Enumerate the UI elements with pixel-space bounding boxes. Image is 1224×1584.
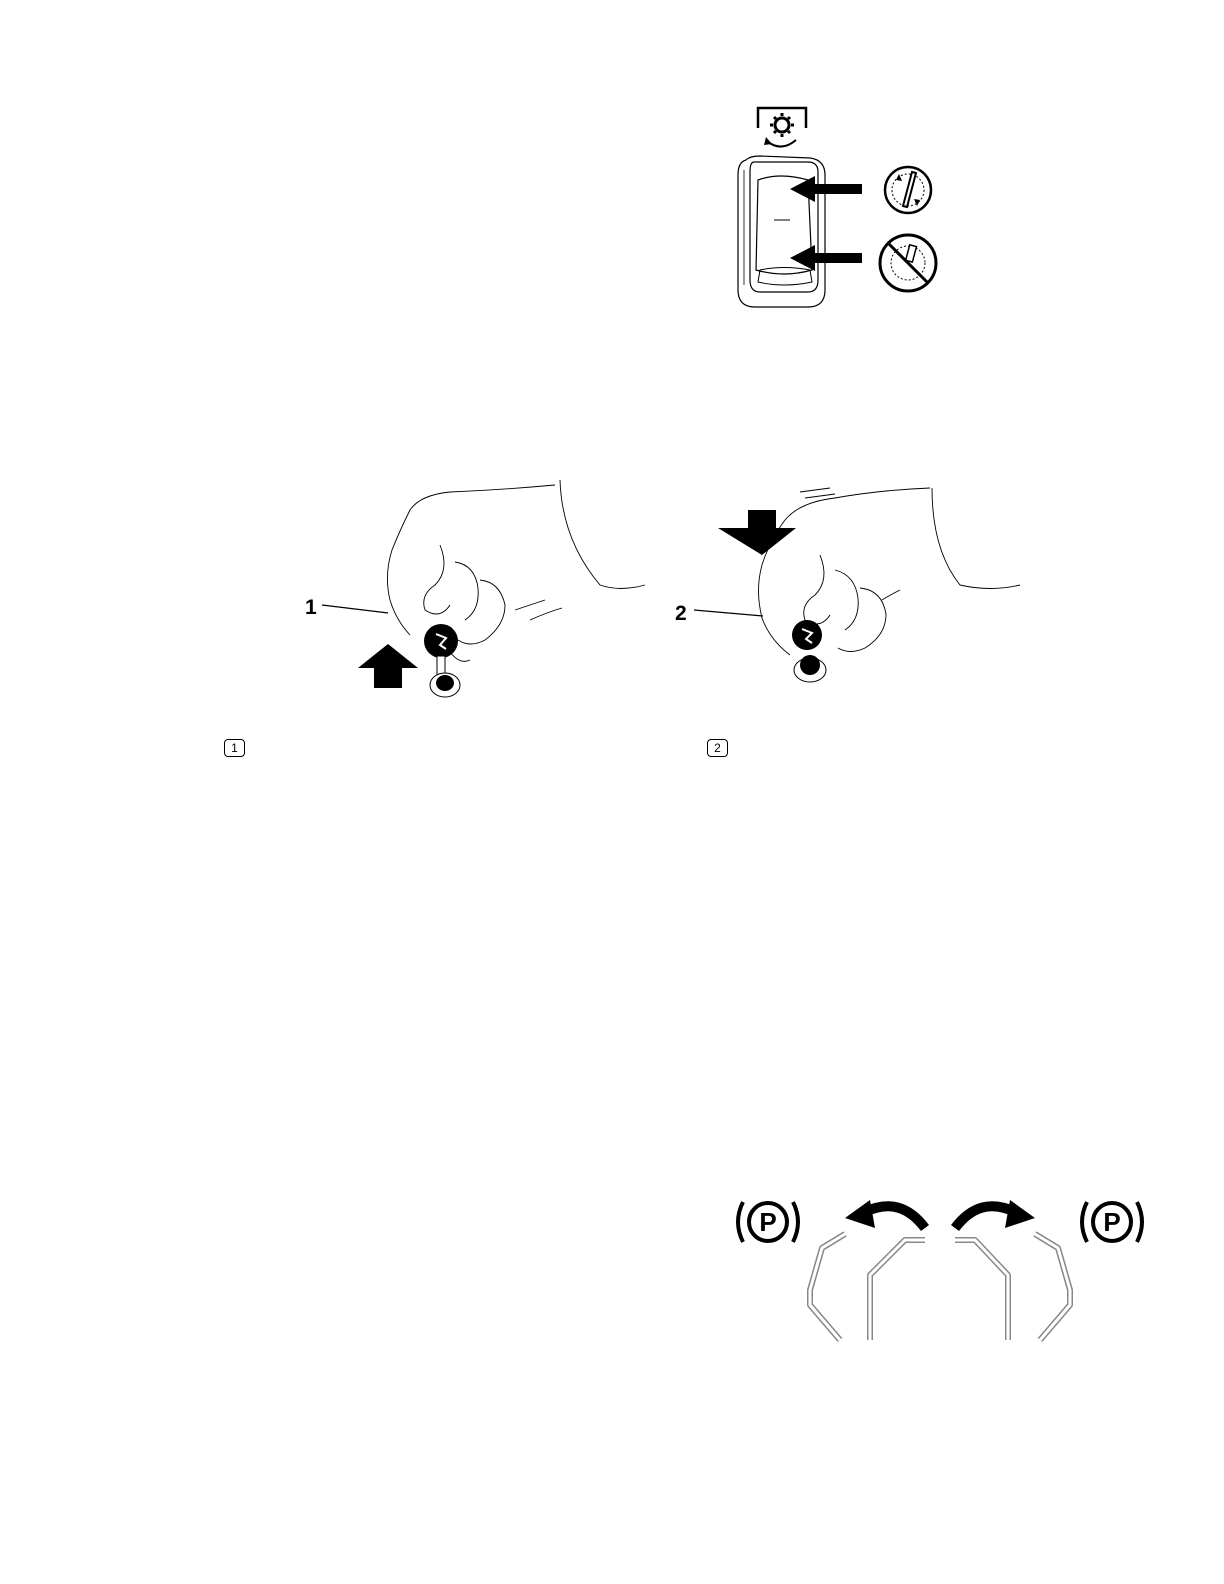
brake-levers-inner: [810, 1234, 1070, 1340]
arrow-curve-left: [845, 1200, 925, 1228]
pto-gear-icon: [758, 108, 806, 147]
park-brake-figure: P P: [730, 1190, 1150, 1345]
callout-number-1: 1: [305, 597, 317, 618]
rotate-wheel-icon: [885, 167, 931, 213]
parking-brake-icon: P: [1082, 1202, 1142, 1242]
key-figure: [300, 470, 1030, 720]
callout-leader-1: [322, 605, 388, 613]
parking-brake-icon: P: [738, 1202, 798, 1242]
callout-number-2: 2: [675, 603, 687, 624]
arrow-up: [358, 644, 418, 688]
key-right: [792, 620, 826, 682]
no-rotate-wheel-icon: [880, 235, 936, 291]
rocker-switch-figure: [720, 100, 960, 315]
svg-text:P: P: [759, 1207, 776, 1237]
key-left: [424, 624, 460, 697]
arrow-down: [718, 510, 796, 555]
svg-text:P: P: [1103, 1207, 1120, 1237]
brake-levers: [810, 1234, 1070, 1340]
step-badge-2: 2: [707, 739, 728, 757]
step-badge-1: 1: [224, 739, 245, 757]
arrow-curve-right: [955, 1200, 1035, 1228]
callout-leader-2: [694, 610, 763, 616]
